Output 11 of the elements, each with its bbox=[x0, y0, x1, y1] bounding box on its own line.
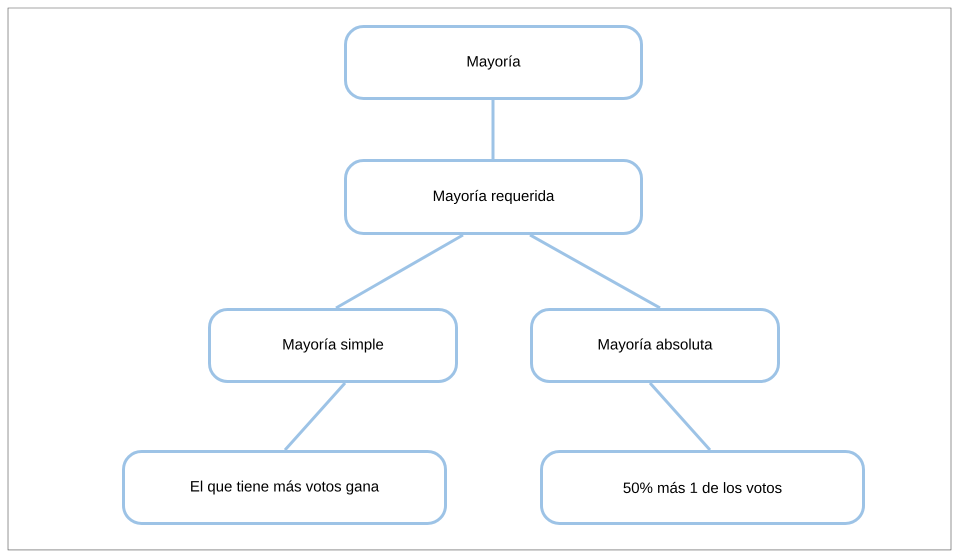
connector-line bbox=[335, 234, 464, 310]
text-box: Mayoría requerida bbox=[344, 159, 643, 235]
connector-line bbox=[492, 100, 494, 159]
connector-line bbox=[284, 382, 346, 451]
connector-line bbox=[648, 382, 712, 451]
text-box: El que tiene más votos gana bbox=[122, 450, 447, 525]
text-box: Mayoría bbox=[344, 25, 643, 100]
connector-line bbox=[529, 234, 661, 310]
text-box: 50% más 1 de los votos bbox=[540, 450, 865, 525]
text-box: Mayoría absoluta bbox=[530, 308, 780, 383]
text-box: Mayoría simple bbox=[208, 308, 458, 383]
